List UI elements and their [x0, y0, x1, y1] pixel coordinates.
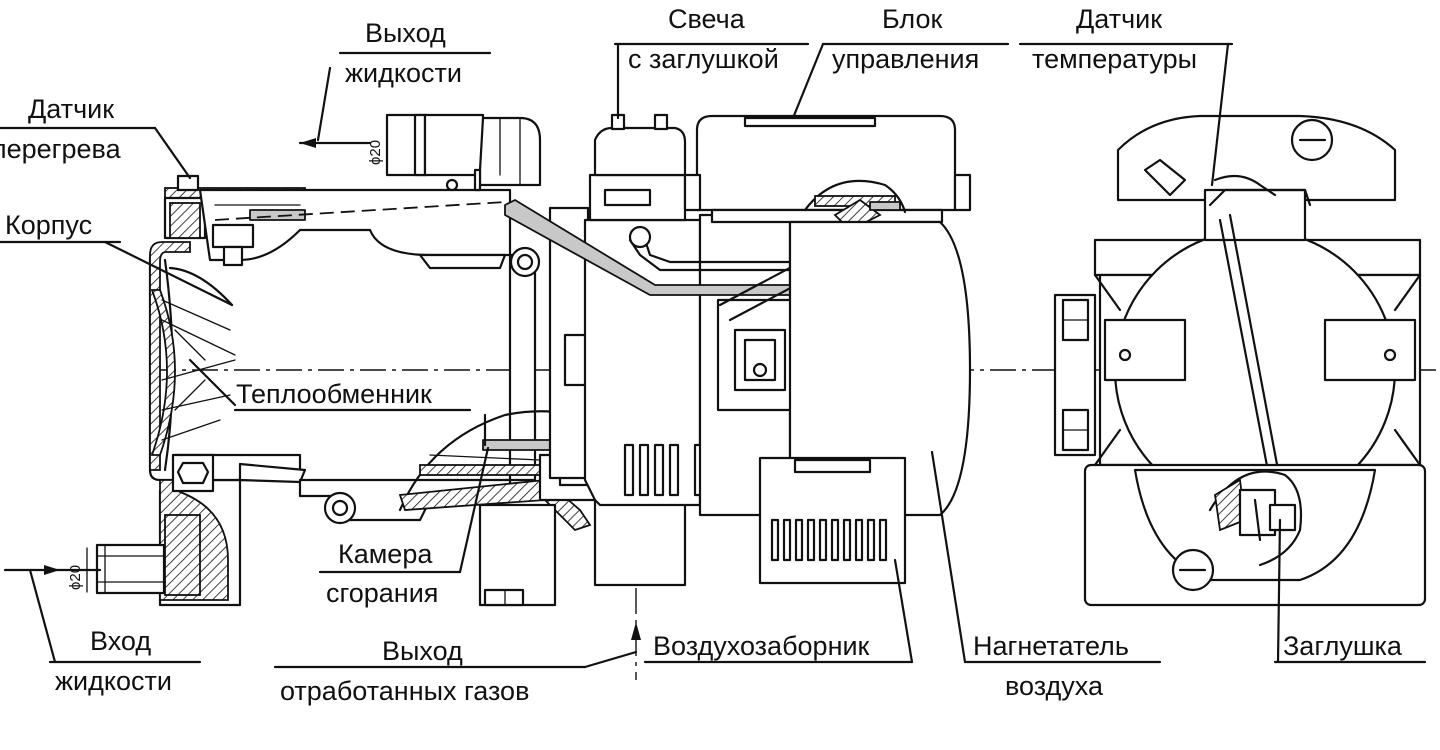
center-fitting: [752, 362, 768, 378]
label-temp-1: Датчик: [1076, 4, 1162, 34]
air-blower: [758, 220, 972, 585]
label-liquid-in-2: жидкости: [55, 666, 172, 696]
label-overheat-2: перегрева: [0, 134, 122, 164]
label-housing: Корпус: [5, 210, 92, 240]
text-labels: Выход жидкости Датчик перегрева Корпус С…: [0, 4, 1403, 706]
label-exhaust-2: отработанных газов: [280, 676, 529, 706]
label-liquid-out-1: Выход: [365, 18, 446, 48]
label-control-1: Блок: [882, 4, 942, 34]
label-liquid-out-2: жидкости: [345, 58, 462, 88]
control-unit: [683, 114, 972, 232]
label-exhaust-1: Выход: [382, 636, 463, 666]
label-plug-1: Свеча: [668, 4, 746, 34]
label-liquid-in-1: Вход: [90, 626, 151, 656]
hidden-line: [214, 201, 506, 221]
glow-plug: [593, 126, 687, 177]
label-chamber-2: сгорания: [326, 578, 438, 608]
inlet-fitting: [95, 543, 166, 595]
lower-bolt: [171, 453, 215, 493]
label-control-2: управления: [832, 44, 979, 74]
end-view: [1053, 114, 1427, 607]
label-air-intake: Воздухозаборник: [653, 631, 870, 661]
label-temp-2: температуры: [1032, 44, 1197, 74]
leader-lines: [0, 42, 1427, 669]
grille-slots: [770, 518, 888, 562]
housing-body: [95, 113, 542, 607]
exhaust-pipe: [478, 503, 557, 607]
label-cap: Заглушка: [1283, 631, 1403, 661]
dim-outlet: ϕ20: [367, 140, 384, 165]
label-exchanger: Теплообменник: [236, 379, 432, 409]
label-chamber-1: Камера: [338, 539, 433, 569]
combustion-detail: [398, 410, 687, 607]
dim-inlet: ϕ20: [67, 565, 84, 590]
overheat-bolt: [176, 174, 200, 192]
exchanger-wall: [150, 289, 176, 456]
label-plug-2: с заглушкой: [628, 44, 779, 74]
label-blower-2: воздуха: [1005, 671, 1104, 701]
label-overheat-1: Датчик: [28, 94, 114, 124]
label-blower-1: Нагнетатель: [973, 631, 1129, 661]
